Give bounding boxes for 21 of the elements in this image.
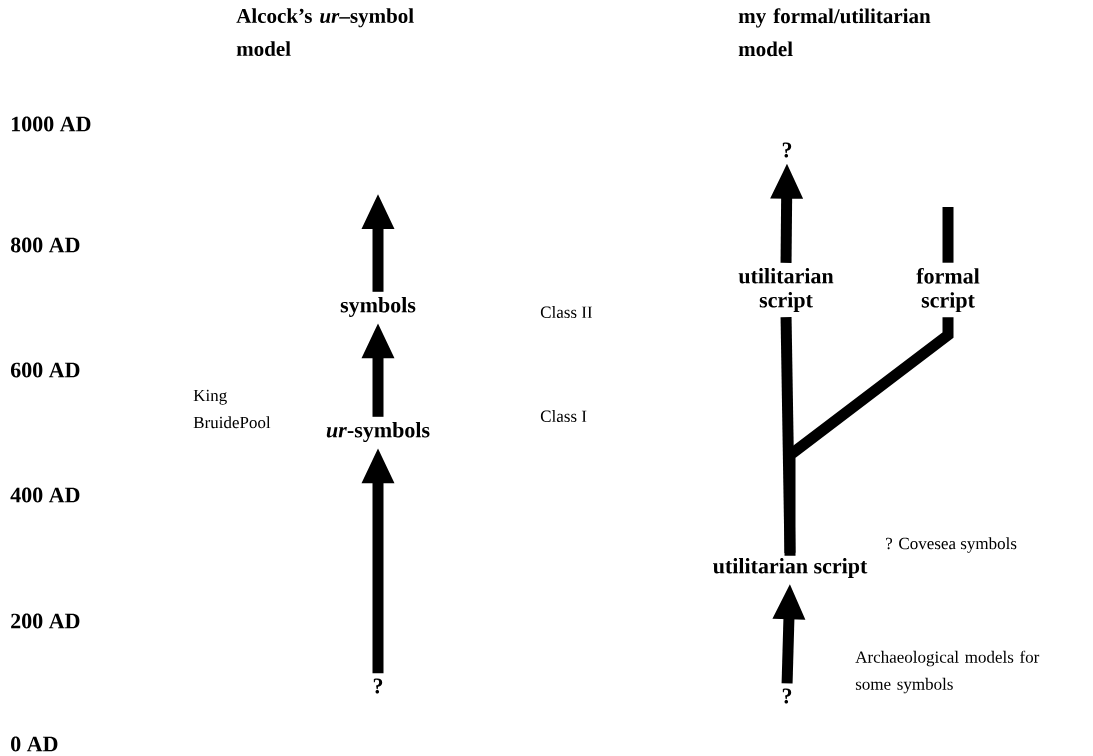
heading: my formal/utilitarian model bbox=[738, 8, 931, 57]
stage-label: formal script bbox=[916, 267, 980, 313]
date-label: 800 AD bbox=[10, 237, 80, 253]
stage-label: ? bbox=[373, 678, 383, 694]
stage-label: ? bbox=[782, 688, 792, 704]
date-label: 0 AD bbox=[11, 736, 58, 752]
date-label: 400 AD bbox=[10, 487, 80, 503]
date-label: 1000 AD bbox=[11, 116, 91, 132]
stage-label: utilitarian script bbox=[713, 558, 868, 578]
note: Class I bbox=[540, 410, 587, 422]
stage-label: ? bbox=[782, 142, 792, 158]
note: Archaeological models for some symbols bbox=[855, 650, 1040, 694]
date-label: 600 AD bbox=[10, 362, 80, 378]
stage-label: ur-symbols bbox=[326, 422, 430, 442]
stage-label: symbols bbox=[340, 297, 416, 317]
stage-label: utilitarian script bbox=[738, 268, 834, 312]
heading: Alcock’s ur–symbol model bbox=[236, 8, 414, 56]
note: Class II bbox=[540, 306, 592, 318]
note: ? Covesea symbols bbox=[886, 537, 1017, 553]
date-label: 200 AD bbox=[11, 613, 80, 629]
note: King BruidePool bbox=[193, 389, 271, 429]
